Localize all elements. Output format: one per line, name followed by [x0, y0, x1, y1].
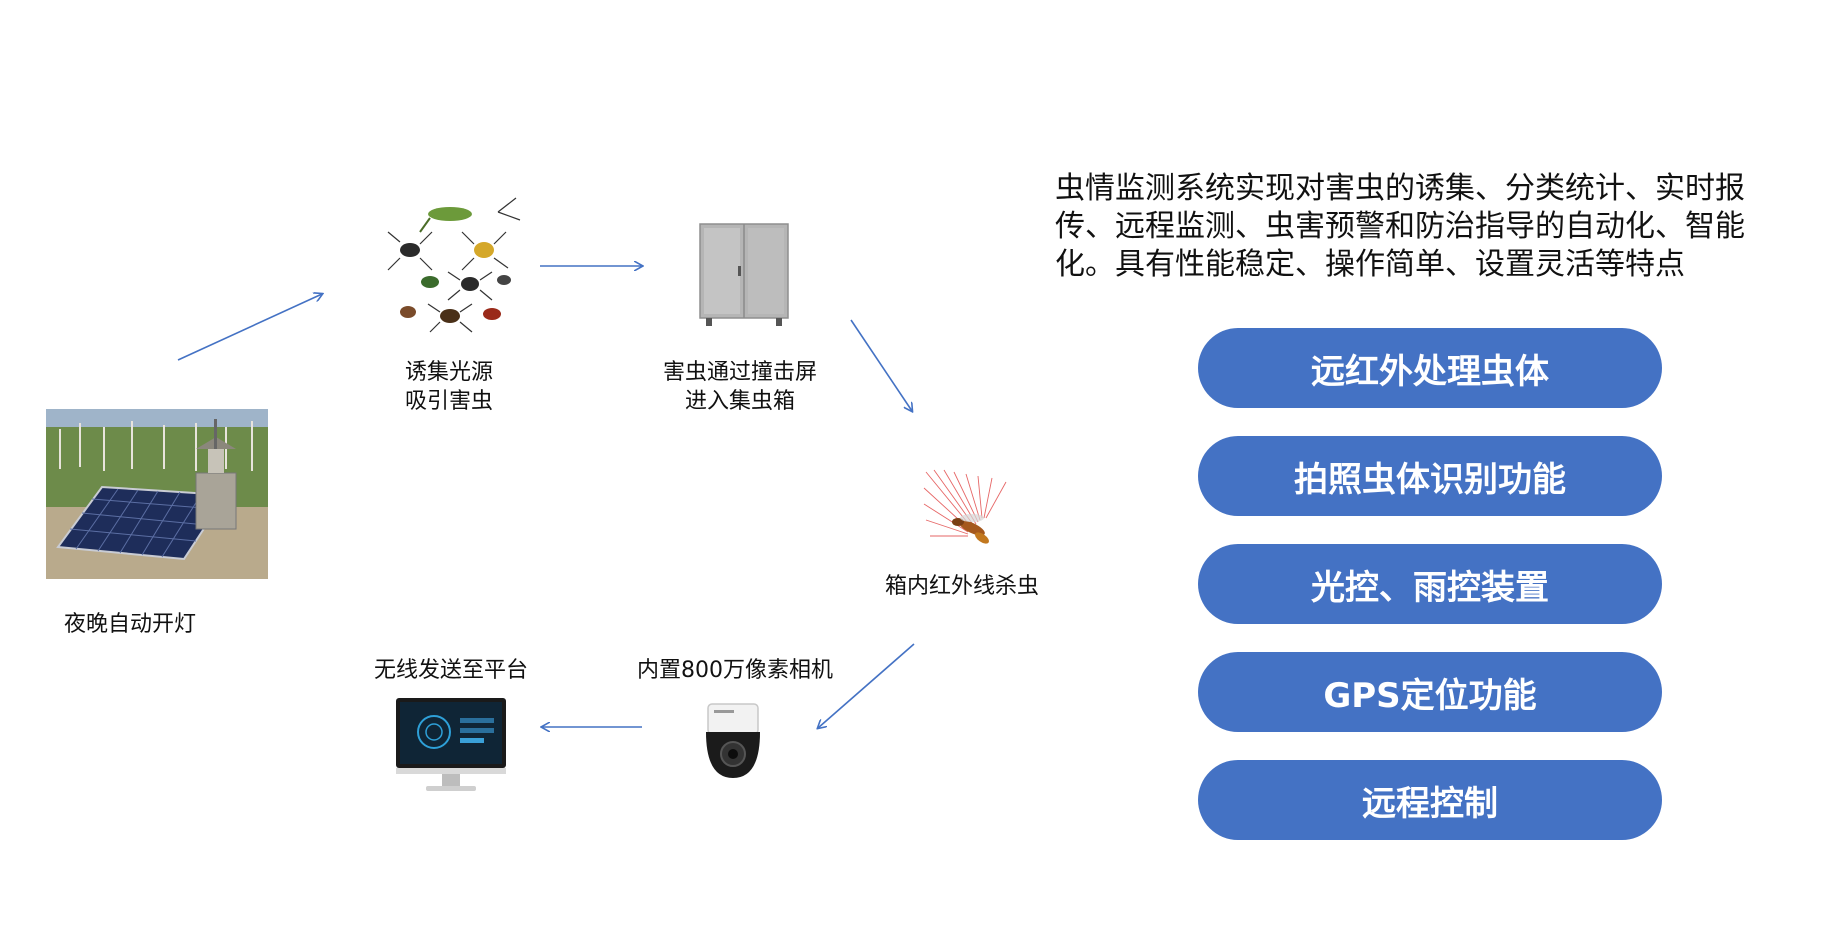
camera-image — [706, 703, 760, 778]
arrow-1 — [177, 294, 322, 361]
arrow-3 — [850, 319, 912, 411]
feature-gps: GPS定位功能 — [1198, 652, 1662, 732]
feature-photo-recognition: 拍照虫体识别功能 — [1198, 436, 1662, 516]
solar-trap-photo — [46, 409, 268, 579]
feature-light-rain-control: 光控、雨控装置 — [1198, 544, 1662, 624]
collection-box-image — [699, 223, 789, 326]
infrared-wasp-image — [923, 469, 1007, 544]
feature-remote-control: 远程控制 — [1198, 760, 1662, 840]
system-description: 虫情监测系统实现对害虫的诱集、分类统计、实时报传、远程监测、虫害预警和防治指导的… — [1055, 171, 1745, 282]
feature-far-infrared: 远红外处理虫体 — [1198, 328, 1662, 408]
step-night-light-label: 夜晚自动开灯 — [64, 612, 197, 637]
monitor-image — [396, 698, 506, 791]
step-infrared-kill-label: 箱内红外线杀虫 — [884, 574, 1039, 599]
step-collision-screen-label: 害虫通过撞击屏进入集虫箱 — [662, 360, 817, 414]
grasshopper-icon — [419, 207, 472, 233]
step-lure-light-label: 诱集光源吸引害虫 — [404, 360, 493, 414]
step-camera-label: 内置800万像素相机 — [637, 658, 833, 683]
arrow-4 — [818, 643, 915, 728]
step-wireless-label: 无线发送至平台 — [373, 658, 528, 683]
insects-image — [380, 192, 526, 342]
